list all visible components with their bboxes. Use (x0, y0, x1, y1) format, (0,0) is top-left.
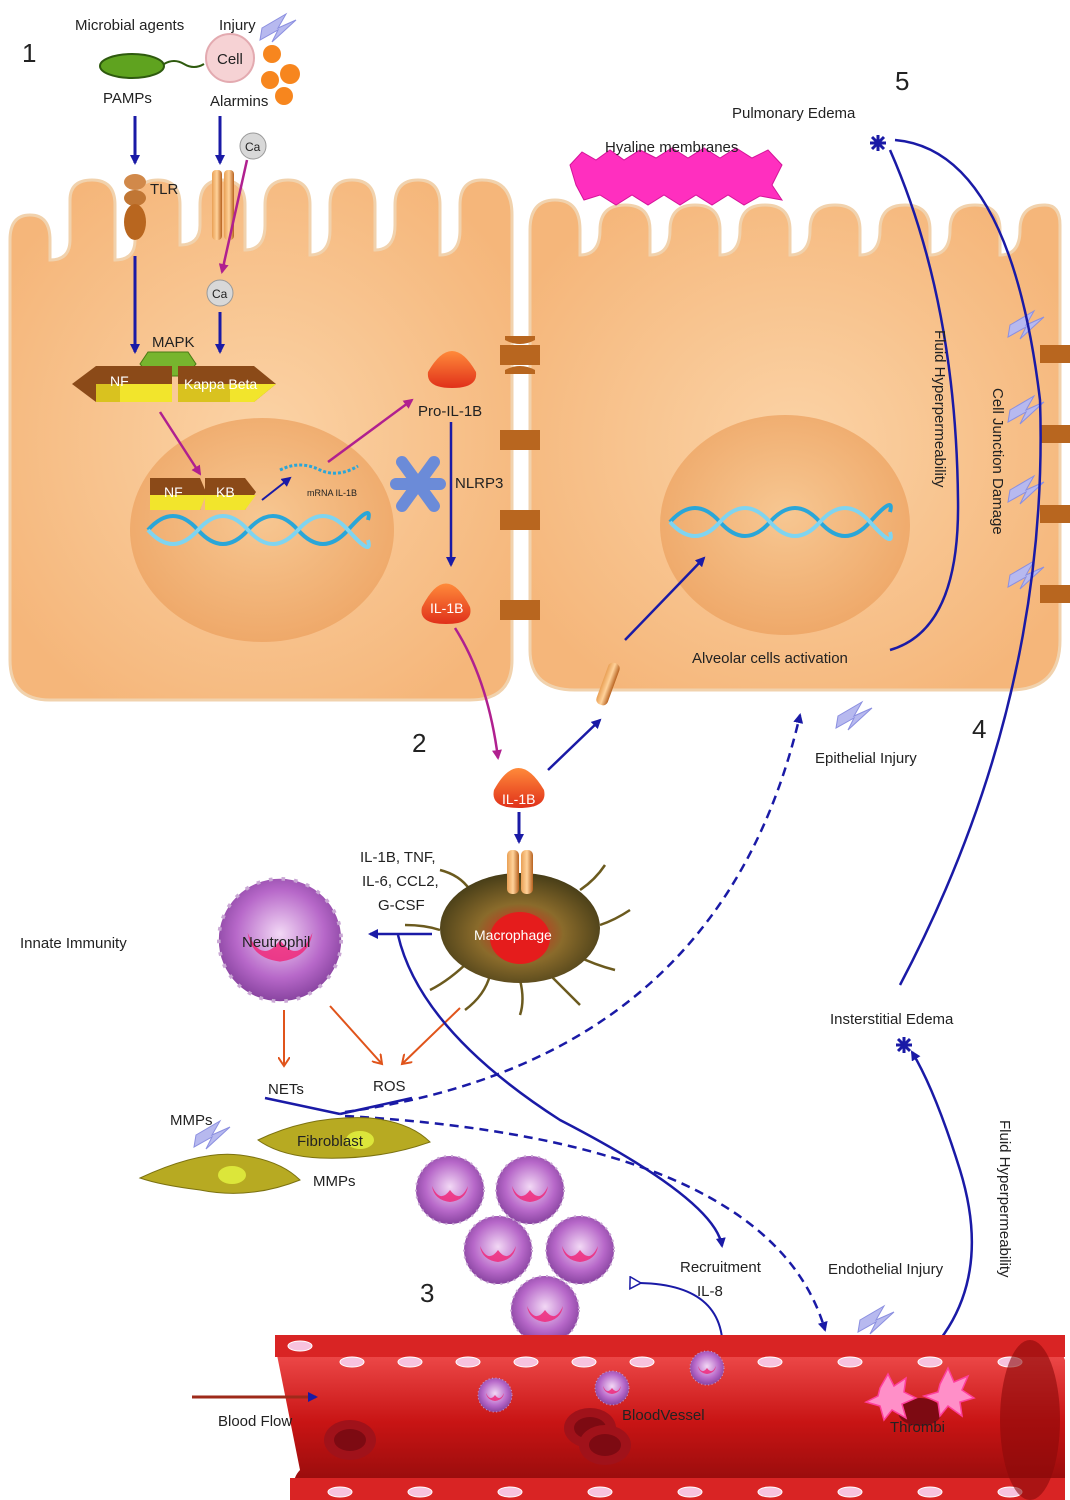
thrombi-icon (863, 1366, 976, 1426)
nets-ros-bracket (264, 1096, 413, 1116)
nf-nuclear-icon (150, 478, 206, 510)
signal-arrows-top (130, 116, 225, 354)
il1b-mid-icon (493, 768, 545, 808)
nf-nuclear-label: NF (164, 484, 183, 500)
macrophage-label: Macrophage (474, 927, 552, 943)
kappa-beta-label: Kappa Beta (184, 376, 257, 392)
blood-vessel (275, 1335, 1065, 1500)
dna-helix-left-icon (146, 510, 371, 550)
fluid-hyper-arc-top (888, 149, 960, 652)
il1b-secretion-arrow (453, 627, 502, 760)
pulmonary-edema-label: Pulmonary Edema (732, 105, 856, 122)
edema-long-arc (894, 138, 1042, 986)
mrna-label: mRNA IL-1B (307, 488, 357, 498)
epithelial-injury-bolt-icon (835, 701, 873, 731)
recruitment-label-2: IL-8 (697, 1283, 723, 1300)
injury-bolt-icon (259, 13, 297, 43)
epithelial-injury-dashed-arrow (344, 713, 804, 1114)
interstitial-edema-label: Insterstitial Edema (830, 1011, 954, 1028)
microbial-agents-label: Microbial agents (75, 17, 184, 34)
nlrp3-label: NLRP3 (455, 475, 503, 492)
il1b-to-receptor-arrow (547, 718, 602, 771)
kb-nuclear-label: KB (216, 484, 235, 500)
endothelial-bolt-icon (857, 1305, 895, 1335)
nucleus-left (130, 418, 394, 642)
cell-junction-label: Cell Junction Damage (989, 388, 1006, 535)
calcium-channel-icon (212, 170, 234, 240)
ca-influx-arrow (218, 159, 249, 274)
mrna-strand-icon (279, 463, 359, 475)
recruited-neutrophils (415, 1155, 615, 1345)
ca-inside-label: Ca (212, 287, 228, 301)
interstitial-edema-star-icon (896, 1037, 912, 1053)
nf-label: NF (110, 373, 129, 389)
pulmonary-edema-star-icon (870, 135, 886, 151)
injury-label: Injury (219, 17, 256, 34)
endothelial-injury-dashed-arrow (344, 1114, 828, 1332)
cell-label: Cell (217, 51, 243, 68)
fluid-hyper-label-1: Fluid Hyperpermeability (931, 330, 948, 488)
step-4: 4 (972, 714, 986, 744)
nlrp3-icon (390, 456, 446, 512)
translation-arrow (327, 398, 414, 464)
tlr-label: TLR (150, 181, 179, 198)
il1b-mid-label: IL-1B (502, 791, 535, 807)
hyaline-membranes-icon (569, 147, 784, 206)
bacterium-icon (99, 53, 205, 79)
pro-il1b-label: Pro-IL-1B (418, 403, 482, 420)
pro-il1b-icon (427, 351, 477, 388)
endothelial-injury-label: Endothelial Injury (828, 1261, 944, 1278)
transcription-arrow (261, 476, 292, 501)
nets-label: NETs (268, 1081, 304, 1098)
macrophage-icon (404, 850, 631, 1016)
mapk-label: MAPK (152, 334, 195, 351)
hyaline-label: Hyaline membranes (605, 139, 738, 156)
thrombi-label: Thrombi (890, 1419, 945, 1436)
kb-nuclear-icon (205, 478, 256, 510)
activation-to-nucleus-arrow (624, 556, 706, 641)
calcium-inside-icon (206, 279, 234, 307)
calcium-outside-icon (239, 132, 267, 160)
mmps-label-2: MMPs (313, 1173, 356, 1190)
recruitment-arrow (396, 934, 726, 1248)
fibroblast-label: Fibroblast (297, 1133, 364, 1150)
alarmins-icon (261, 45, 300, 105)
mmps-label-1: MMPs (170, 1112, 213, 1129)
ca-outside-label: Ca (245, 140, 261, 154)
kappa-beta-icon (178, 366, 276, 402)
ros-label: ROS (373, 1078, 406, 1095)
alveolar-label: Alveolar cells activation (692, 650, 848, 667)
blood-vessel-label: BloodVessel (622, 1407, 705, 1424)
fluid-hyper-label-2: Fluid Hyperpermeability (996, 1120, 1013, 1278)
step-1: 1 (22, 38, 36, 68)
innate-immunity-label: Innate Immunity (20, 935, 127, 952)
nfkb-translocation-arrow (158, 411, 202, 476)
cell-junctions (500, 336, 1070, 620)
il1b-cell-label: IL-1B (430, 600, 463, 616)
step-2: 2 (412, 728, 426, 758)
cytokines-line-3: G-CSF (378, 897, 425, 914)
injured-cell-icon (205, 33, 255, 83)
blood-flow-label: Blood Flow (218, 1413, 292, 1430)
right-epithelial-cell (528, 198, 1062, 692)
neutrophil-label: Neutrophil (242, 934, 310, 951)
dna-helix-right-icon (668, 502, 893, 542)
step-3: 3 (420, 1278, 434, 1308)
nucleus-right (660, 415, 910, 635)
fibroblast-icon (138, 1117, 431, 1194)
alarmins-label: Alarmins (210, 93, 268, 110)
recruitment-label-1: Recruitment (680, 1259, 762, 1276)
nf-complex-icon (72, 366, 172, 402)
epithelial-injury-label: Epithelial Injury (815, 750, 917, 767)
ros-nets-arrows (284, 1005, 461, 1066)
cytokines-line-1: IL-1B, TNF, (360, 849, 436, 866)
cytokines-line-2: IL-6, CCL2, (362, 873, 439, 890)
pamps-label: PAMPs (103, 90, 152, 107)
il1b-cell-icon (421, 583, 471, 624)
interstitial-fluid-arc (904, 1050, 974, 1376)
step-5: 5 (895, 66, 909, 96)
tlr-receptor-icon (124, 174, 146, 240)
